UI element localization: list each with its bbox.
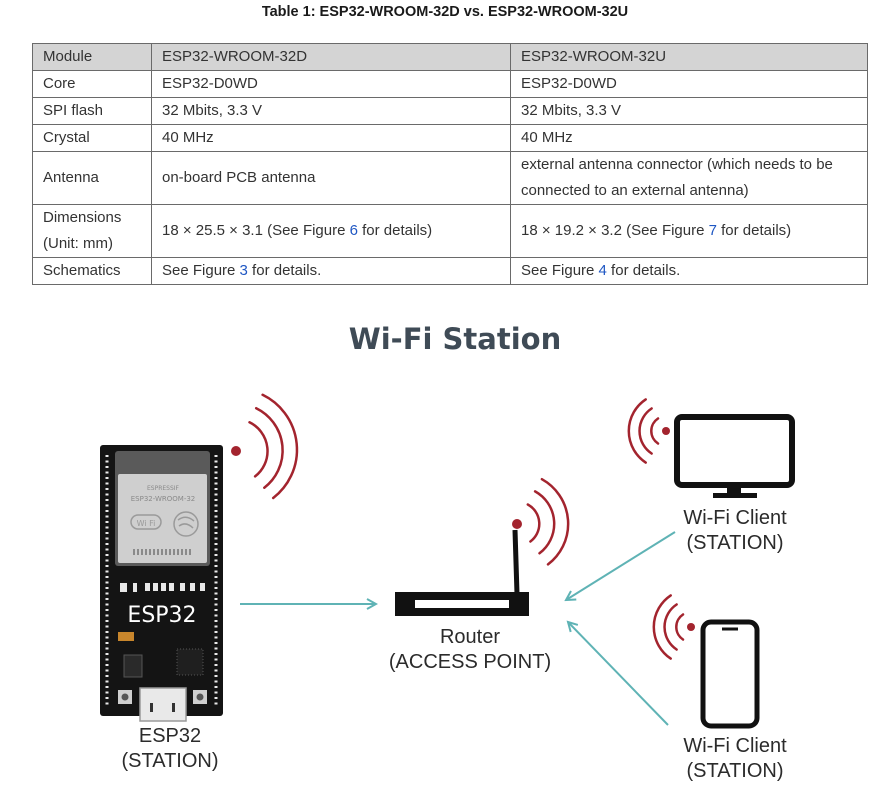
label-line: (STATION)	[686, 760, 784, 782]
cell-text: See Figure	[521, 262, 599, 279]
cell-line: external antenna connector (which needs …	[521, 156, 833, 173]
label-line: (STATION)	[686, 532, 784, 554]
label-line: Wi-Fi Client	[683, 507, 787, 529]
cell-text: See Figure	[162, 262, 240, 279]
cell-line: (Unit: mm)	[43, 235, 113, 252]
wifi-client-1-label: Wi-Fi Client (STATION)	[660, 506, 810, 556]
cell-text: for details.	[247, 262, 322, 279]
smd-components	[120, 583, 205, 592]
smartphone-icon	[700, 619, 760, 729]
comparison-table: Module ESP32-WROOM-32D ESP32-WROOM-32U C…	[32, 43, 868, 285]
router-label: Router (ACCESS POINT)	[380, 625, 560, 675]
led-component	[118, 632, 134, 641]
row-label: Schematics	[32, 257, 152, 285]
table-row: Core ESP32-D0WD ESP32-D0WD	[32, 70, 868, 98]
header-cell-wroom-32d: ESP32-WROOM-32D	[151, 43, 511, 71]
cell-32d: 18 × 25.5 × 3.1 (See Figure 6 for detail…	[151, 204, 511, 258]
table-caption: Table 1: ESP32-WROOM-32D vs. ESP32-WROOM…	[261, 4, 629, 20]
module-shield	[118, 474, 207, 563]
figure-link[interactable]: 7	[708, 222, 717, 239]
table-row: Schematics See Figure 3 for details. See…	[32, 257, 868, 285]
label-line: ESP32	[138, 725, 202, 747]
monitor-icon	[674, 414, 795, 498]
cell-text: 18 × 25.5 × 3.1 (See Figure	[162, 222, 350, 239]
cell-32d: on-board PCB antenna	[151, 151, 511, 205]
board-silkscreen-label: ESP32	[127, 603, 196, 628]
regulator-chip	[123, 654, 143, 678]
cell-text: for details)	[716, 222, 792, 239]
header-cell-wroom-32u: ESP32-WROOM-32U	[510, 43, 868, 71]
wifi-logo-text: Wi Fi	[137, 519, 156, 528]
label-line: Router	[439, 626, 501, 648]
monitor-wifi-signal-icon	[627, 398, 670, 464]
espressif-logo-icon	[173, 511, 199, 537]
table-header-row: Module ESP32-WROOM-32D ESP32-WROOM-32U	[32, 43, 868, 71]
cell-32u: ESP32-D0WD	[510, 70, 868, 98]
label-line: (ACCESS POINT)	[388, 651, 552, 673]
router-wifi-signal-icon	[512, 477, 570, 566]
usb-connector	[139, 687, 187, 722]
diagram-title: Wi-Fi Station	[348, 322, 562, 356]
cell-line: Dimensions	[43, 209, 122, 226]
figure-link[interactable]: 4	[598, 262, 607, 279]
figure-link[interactable]: 3	[239, 262, 248, 279]
table-row: Crystal 40 MHz 40 MHz	[32, 124, 868, 152]
cell-32u: external antenna connector (which needs …	[510, 151, 868, 205]
esp32-board-icon: ESPRESSIF ESP32-WROOM-32 Wi Fi ESP32	[100, 445, 223, 722]
table-row: SPI flash 32 Mbits, 3.3 V 32 Mbits, 3.3 …	[32, 97, 868, 125]
client2-to-router-arrow	[568, 622, 669, 726]
esp32-station-label: ESP32 (STATION)	[95, 724, 245, 774]
cell-text: for details.	[606, 262, 681, 279]
module-brand-text: ESPRESSIF	[147, 485, 180, 492]
cell-32u: 18 × 19.2 × 3.2 (See Figure 7 for detail…	[510, 204, 868, 258]
label-line: Wi-Fi Client	[683, 735, 787, 757]
phone-wifi-signal-icon	[652, 594, 695, 660]
client1-to-router-arrow	[566, 531, 676, 600]
cell-32u: See Figure 4 for details.	[510, 257, 868, 285]
module-model-text: ESP32-WROOM-32	[131, 495, 196, 503]
usb-uart-chip	[176, 648, 204, 676]
wifi-client-2-label: Wi-Fi Client (STATION)	[660, 734, 810, 784]
cell-line: connected to an external antenna)	[521, 182, 749, 199]
figure-link[interactable]: 6	[349, 222, 358, 239]
esp32-wifi-signal-icon	[231, 393, 299, 500]
wifi-logo-icon: Wi Fi	[130, 514, 162, 530]
label-line: (STATION)	[121, 750, 219, 772]
cell-text: for details)	[357, 222, 433, 239]
cell-32d: ESP32-D0WD	[151, 70, 511, 98]
router-icon	[395, 529, 529, 616]
cell-32u: 40 MHz	[510, 124, 868, 152]
table-row: Antenna on-board PCB antenna external an…	[32, 151, 868, 205]
cell-32d: 40 MHz	[151, 124, 511, 152]
cell-text: 18 × 19.2 × 3.2 (See Figure	[521, 222, 709, 239]
